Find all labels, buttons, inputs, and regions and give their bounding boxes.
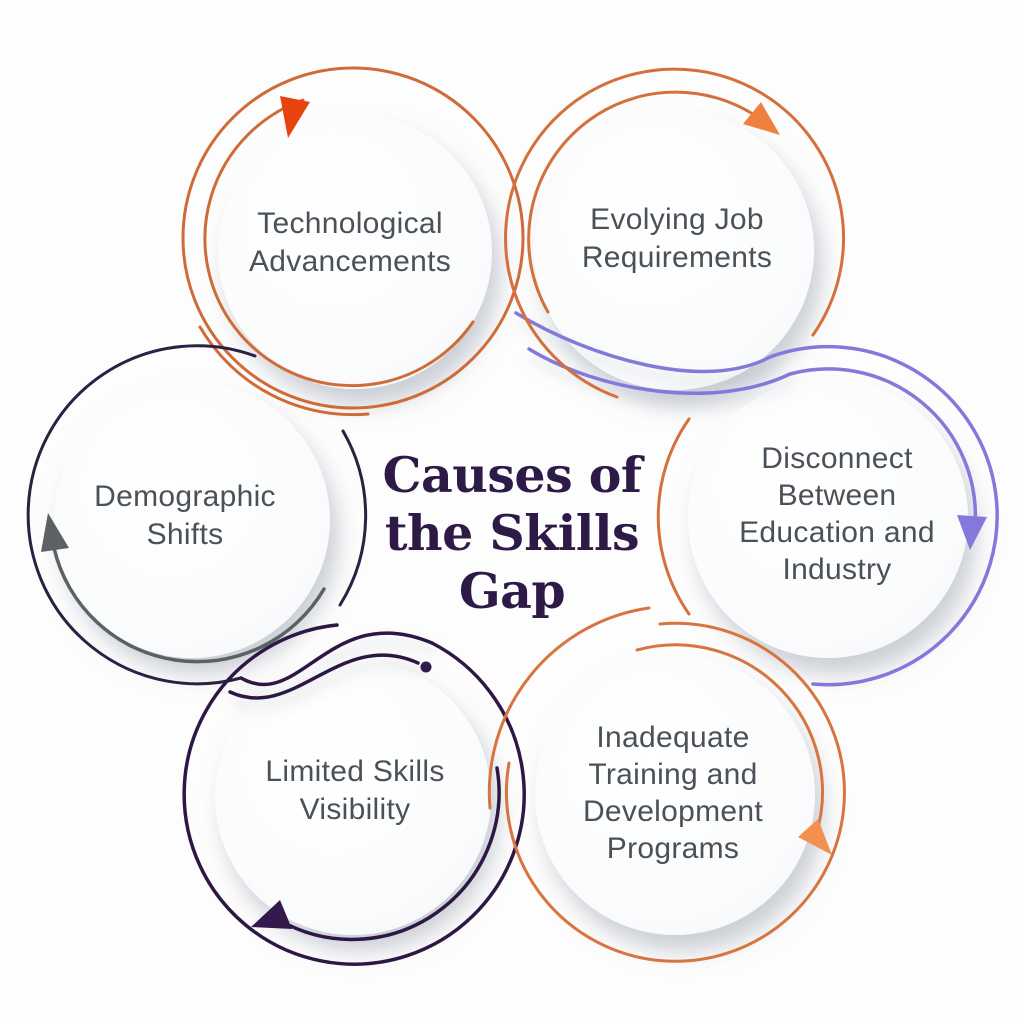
label-line: Programs [607,832,739,865]
arrowhead-icon [957,515,987,550]
label-line: Shifts [147,518,224,551]
disc-technological-advancements [218,115,492,389]
dark-tail-dotted [228,653,420,700]
arrow-arc [203,98,475,388]
disc-demographic-shifts [54,382,330,658]
label-line: Industry [782,553,891,586]
outer-ring-main [26,344,257,686]
label-line: Visibility [300,793,411,826]
white-discs [54,110,968,935]
label-disconnect-education-industry: Disconnect Between Education and Industr… [739,442,935,586]
label-line: Limited Skills [265,755,444,788]
outer-ring [768,345,999,687]
label-limited-skills-visibility: Limited Skills Visibility [265,755,444,826]
purple-tail-outer [514,311,772,374]
purple-tail-inner [527,347,792,395]
ring-bulge [198,325,370,417]
label-inadequate-training-development: Inadequate Training and Development Prog… [583,721,763,865]
outer-ring [504,67,845,399]
ring-bulge [487,606,651,810]
label-line: Evolying Job [590,203,764,236]
arrow-arc [635,643,824,837]
disc-disconnect-education-industry [688,378,968,658]
label-line: Education and [739,516,935,549]
arrow-arc [788,367,978,528]
label-line: Technological [257,207,443,240]
outer-ring [504,621,846,963]
title-line: Causes of [382,446,644,504]
ring-limited-skills-visibility [182,623,526,966]
title-line: the Skills [385,504,639,562]
disc-inadequate-training-development [535,655,815,935]
outer-ring [182,623,526,966]
title-line: Gap [459,562,565,620]
label-technological-advancements: Technological Advancements [249,207,451,278]
arc-start-dot [420,661,432,673]
label-line: Disconnect [761,442,913,475]
label-evolving-job-requirements: Evolying Job Requirements [582,203,772,274]
disc-evolving-job-requirements [534,110,814,390]
outer-ring [181,66,525,410]
label-demographic-shifts: Demographic Shifts [94,480,276,551]
page-title: Causes of the Skills Gap [382,446,645,620]
arrowhead-icon [798,819,832,855]
ring-technological-advancements [181,66,525,417]
label-line: Between [778,479,897,512]
circle-labels: Technological Advancements Evolying Job … [94,203,935,865]
arrow-arc [527,90,761,314]
label-line: Development [583,795,763,828]
label-line: Requirements [582,241,772,274]
arrow-arc [52,546,326,664]
dark-tail-upper [239,631,434,687]
arrowhead-icon [251,900,292,929]
arrow-arc [277,766,501,942]
label-line: Demographic [94,480,276,513]
label-line: Training and [588,758,757,791]
label-line: Advancements [249,245,451,278]
disc-limited-skills-visibility [215,659,491,935]
label-line: Inadequate [596,721,749,754]
ring-inadequate-training-development [487,606,846,963]
ring-disconnect-education-industry [656,345,999,687]
connector-ribbons [228,311,792,700]
arrowhead-icon [41,513,69,552]
arrowhead-icon [280,96,310,138]
accent-crescent [656,417,691,616]
ring-demographic-shifts [26,344,368,686]
outer-ring-right [338,429,368,607]
ring-evolving-job-requirements [504,67,845,399]
arrowhead-icon [743,102,780,135]
